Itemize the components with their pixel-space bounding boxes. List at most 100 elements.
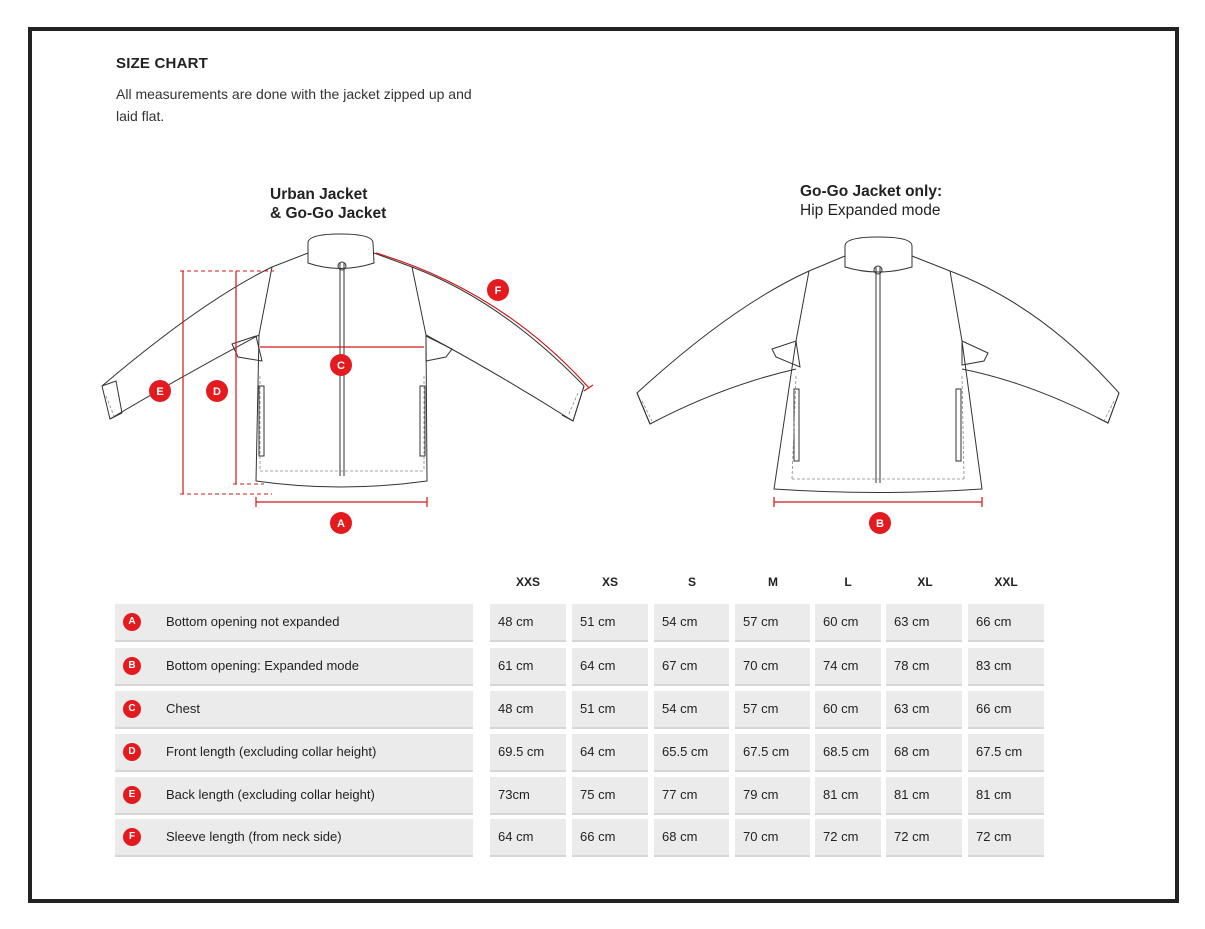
- cell-value: 81 cm: [976, 787, 1012, 802]
- table-cell: 81 cm: [815, 777, 881, 815]
- table-cell: 72 cm: [886, 819, 962, 857]
- cell-value: 57 cm: [743, 614, 779, 629]
- table-cell: 65.5 cm: [654, 734, 729, 772]
- left-caption-line2: & Go-Go Jacket: [270, 205, 387, 222]
- row-key-badge: A: [123, 613, 141, 631]
- right-jacket-illustration: [636, 236, 1120, 493]
- table-cell: 68.5 cm: [815, 734, 881, 772]
- table-cell: 64 cm: [490, 819, 566, 857]
- right-caption-line2: Hip Expanded mode: [800, 202, 941, 219]
- cell-value: 51 cm: [580, 701, 616, 716]
- svg-text:F: F: [495, 285, 502, 297]
- table-cell: 64 cm: [572, 648, 648, 686]
- table-row-label: C Chest: [115, 691, 473, 729]
- cell-value: 72 cm: [823, 829, 859, 844]
- table-cell: 67.5 cm: [968, 734, 1044, 772]
- row-key-badge: D: [123, 743, 141, 761]
- cell-value: 78 cm: [894, 658, 930, 673]
- cell-value: 63 cm: [894, 614, 930, 629]
- size-header-xs: XS: [601, 575, 618, 589]
- table-cell: 81 cm: [968, 777, 1044, 815]
- cell-value: 64 cm: [580, 658, 616, 673]
- marker-f-badge: F: [487, 279, 509, 301]
- cell-value: 67.5 cm: [976, 744, 1023, 759]
- svg-text:B: B: [876, 518, 884, 530]
- marker-a-badge: A: [330, 512, 352, 534]
- table-cell: 68 cm: [886, 734, 962, 772]
- svg-text:A: A: [337, 518, 345, 530]
- row-key-badge: C: [123, 700, 141, 718]
- cell-value: 69.5 cm: [498, 744, 545, 759]
- cell-value: 60 cm: [823, 614, 859, 629]
- intro-text: All measurements are done with the jacke…: [116, 86, 472, 124]
- cell-value: 75 cm: [580, 787, 616, 802]
- cell-value: 68 cm: [894, 744, 930, 759]
- cell-value: 64 cm: [498, 829, 534, 844]
- table-cell: 69.5 cm: [490, 734, 566, 772]
- table-cell: 57 cm: [735, 691, 810, 729]
- table-cell: 70 cm: [735, 819, 810, 857]
- table-cell: 54 cm: [654, 604, 729, 642]
- cell-value: 66 cm: [580, 829, 616, 844]
- table-cell: 61 cm: [490, 648, 566, 686]
- cell-value: 72 cm: [894, 829, 930, 844]
- row-key-badge: E: [123, 786, 141, 804]
- table-cell: 51 cm: [572, 691, 648, 729]
- table-cell: 60 cm: [815, 604, 881, 642]
- size-header-xl: XL: [917, 575, 933, 589]
- table-cell: 67.5 cm: [735, 734, 810, 772]
- cell-value: 66 cm: [976, 614, 1012, 629]
- cell-value: 77 cm: [662, 787, 698, 802]
- cell-value: 70 cm: [743, 658, 779, 673]
- measurement-lines: [180, 252, 983, 507]
- table-cell: 54 cm: [654, 691, 729, 729]
- jacket-diagrams: A C D E F B: [101, 233, 1120, 534]
- marker-d-badge: D: [206, 380, 228, 402]
- table-cell: 74 cm: [815, 648, 881, 686]
- cell-value: 72 cm: [976, 829, 1012, 844]
- cell-value: 64 cm: [580, 744, 616, 759]
- cell-value: 48 cm: [498, 614, 534, 629]
- cell-value: 70 cm: [743, 829, 779, 844]
- cell-value: 81 cm: [894, 787, 930, 802]
- size-header-xxs: XXS: [515, 575, 540, 589]
- cell-value: 83 cm: [976, 658, 1012, 673]
- size-header-xxl: XXL: [994, 575, 1018, 589]
- svg-text:E: E: [156, 386, 163, 398]
- svg-text:D: D: [213, 386, 221, 398]
- svg-text:C: C: [337, 360, 345, 372]
- cell-value: 48 cm: [498, 701, 534, 716]
- row-label-text: Sleeve length (from neck side): [166, 829, 342, 844]
- cell-value: 54 cm: [662, 614, 698, 629]
- size-header-m: M: [768, 575, 778, 589]
- cell-value: 66 cm: [976, 701, 1012, 716]
- right-caption-line1: Go-Go Jacket only:: [800, 183, 943, 200]
- cell-value: 67.5 cm: [743, 744, 790, 759]
- size-chart-panel: SIZE CHART All measurements are done wit…: [28, 27, 1179, 903]
- table-cell: 81 cm: [886, 777, 962, 815]
- table-cell: 66 cm: [968, 691, 1044, 729]
- left-caption-line1: Urban Jacket: [270, 186, 368, 203]
- cell-value: 74 cm: [823, 658, 859, 673]
- row-label-text: Back length (excluding collar height): [166, 787, 375, 802]
- row-key-badge: F: [123, 828, 141, 846]
- page-title: SIZE CHART: [116, 55, 208, 72]
- marker-e-badge: E: [149, 380, 171, 402]
- table-cell: 67 cm: [654, 648, 729, 686]
- cell-value: 81 cm: [823, 787, 859, 802]
- table-row-label: A Bottom opening not expanded: [115, 604, 473, 642]
- left-diagram-caption: Urban Jacket & Go-Go Jacket: [270, 185, 386, 223]
- table-cell: 66 cm: [968, 604, 1044, 642]
- table-cell: 70 cm: [735, 648, 810, 686]
- cell-value: 67 cm: [662, 658, 698, 673]
- table-cell: 63 cm: [886, 691, 962, 729]
- size-header-l: L: [844, 575, 852, 589]
- row-label-text: Chest: [166, 701, 200, 716]
- table-cell: 66 cm: [572, 819, 648, 857]
- table-cell: 60 cm: [815, 691, 881, 729]
- table-cell: 63 cm: [886, 604, 962, 642]
- marker-b-badge: B: [869, 512, 891, 534]
- table-row-label: E Back length (excluding collar height): [115, 777, 473, 815]
- table-cell: 51 cm: [572, 604, 648, 642]
- table-cell: 83 cm: [968, 648, 1044, 686]
